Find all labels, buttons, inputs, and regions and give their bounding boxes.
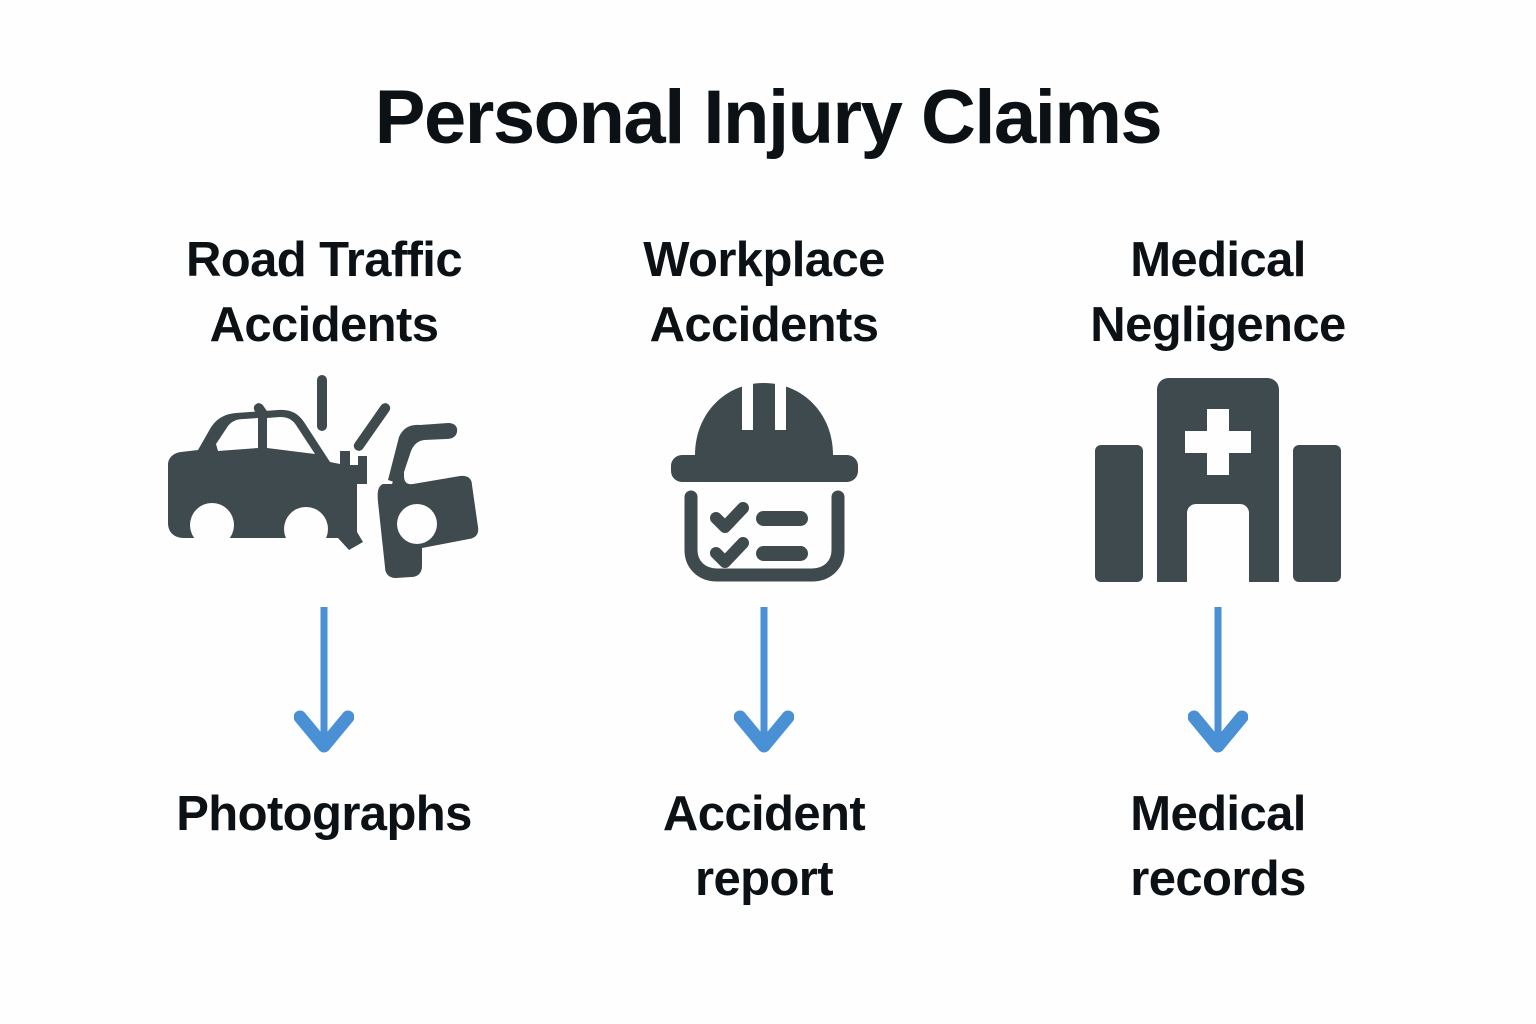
arrow-container [734, 598, 794, 766]
column-heading: Medical Negligence [1090, 233, 1346, 352]
icon-container [1093, 360, 1343, 598]
hard-hat-clipboard-icon [670, 372, 858, 582]
column-footer-label: Medical records [1130, 787, 1306, 906]
column-footer-label: Photographs [176, 787, 472, 841]
icon-container [154, 360, 494, 598]
hospital-building-icon [1095, 377, 1341, 582]
icon-container [657, 360, 872, 598]
column-medical-negligence: Medical Negligence [1003, 228, 1433, 911]
claim-type-columns: Road Traffic Accidents [0, 228, 1536, 968]
column-workplace-accidents: Workplace Accidents [549, 228, 979, 911]
down-arrow-icon [1188, 607, 1248, 753]
car-crash-icon [168, 374, 479, 578]
down-arrow-icon [734, 607, 794, 753]
page-title: Personal Injury Claims [374, 75, 1163, 160]
column-footer-label: Accident report [662, 787, 866, 906]
down-arrow-icon [294, 607, 354, 753]
column-heading: Workplace Accidents [643, 233, 885, 352]
column-road-traffic-accidents: Road Traffic Accidents [109, 228, 539, 847]
arrow-container [1188, 598, 1248, 766]
arrow-container [294, 598, 354, 766]
column-heading: Road Traffic Accidents [186, 233, 463, 352]
clipboard-outline [684, 490, 844, 582]
